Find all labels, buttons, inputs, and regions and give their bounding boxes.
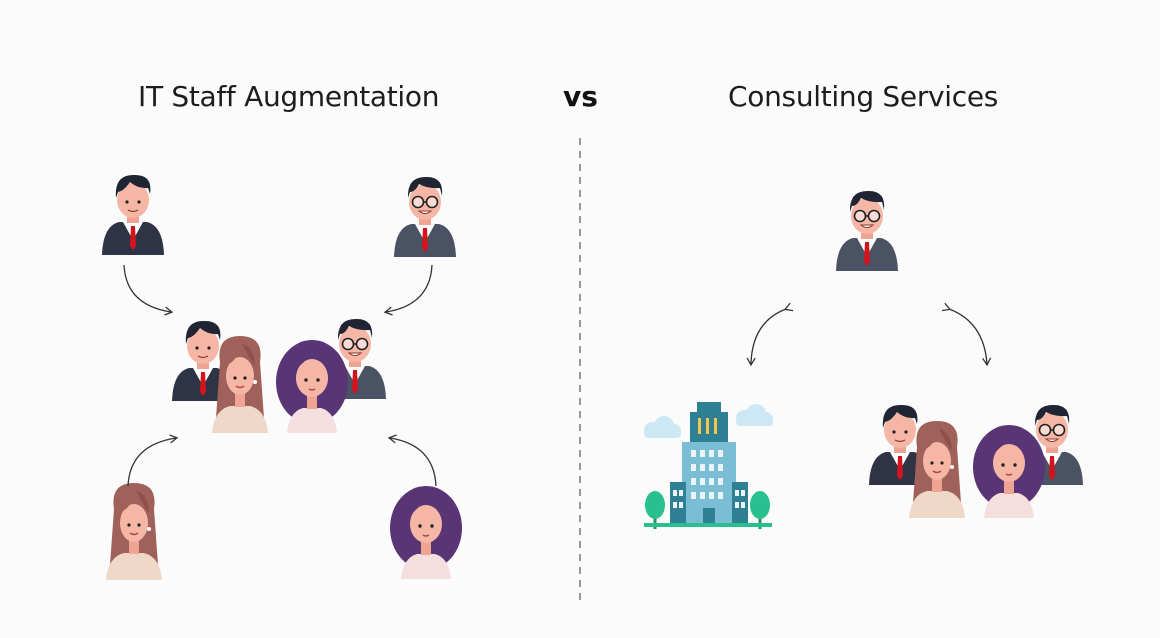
company-building-icon — [644, 402, 773, 529]
candidate-man-top-left — [101, 174, 165, 256]
arrow-bottom-right — [387, 434, 437, 487]
augmented-team-group — [171, 318, 387, 434]
candidate-man-glasses-top-right — [393, 176, 457, 258]
arrow-top-left — [123, 264, 174, 316]
consultant-person — [835, 190, 899, 272]
consulting-services-title: Consulting Services — [728, 80, 999, 113]
consulting-team-group — [868, 404, 1084, 519]
candidate-woman-bottom-right — [389, 485, 463, 580]
arrow-consultant-team — [941, 302, 992, 367]
arrow-top-right — [383, 264, 433, 316]
staff-augmentation-title: IT Staff Augmentation — [138, 80, 440, 113]
vs-label: vs — [563, 80, 598, 113]
arrow-bottom-left — [127, 434, 179, 487]
candidate-woman-bottom-left — [105, 482, 163, 581]
arrow-consultant-company — [746, 302, 794, 367]
